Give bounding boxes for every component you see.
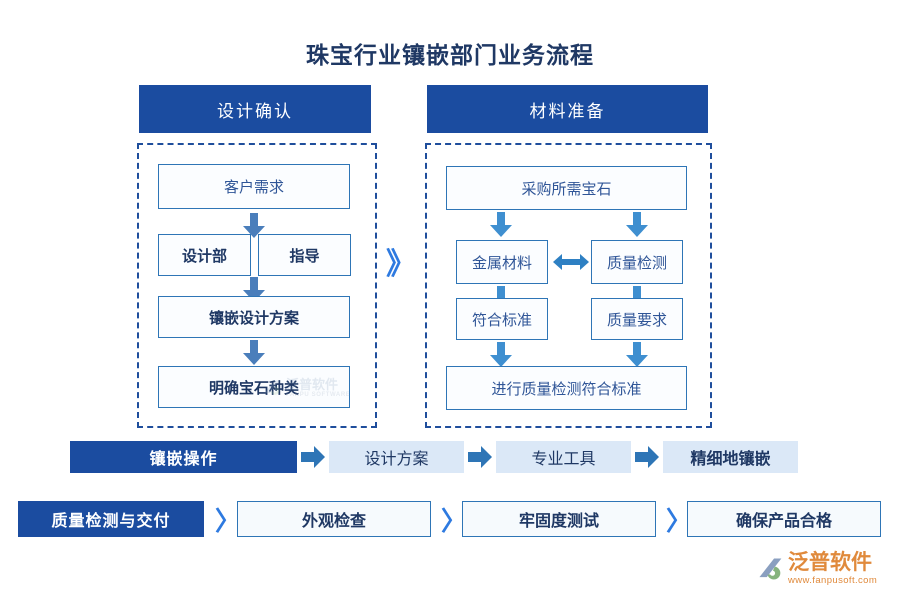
brand-logo: 泛普软件 www.fanpusoft.com bbox=[757, 552, 877, 586]
fanpu-logo-icon bbox=[759, 558, 782, 580]
section-header-material: 材料准备 bbox=[427, 85, 708, 133]
arrow-down-icon bbox=[242, 213, 266, 239]
arrow-down-icon bbox=[242, 277, 266, 303]
arrow-right-icon bbox=[635, 446, 659, 468]
section-panel-material bbox=[425, 143, 712, 428]
logo-url: www.fanpusoft.com bbox=[788, 575, 878, 586]
arrow-down-icon bbox=[625, 212, 649, 238]
box-setting-design-plan[interactable]: 镶嵌设计方案 bbox=[158, 296, 350, 338]
strip-item-professional-tools[interactable]: 专业工具 bbox=[496, 441, 631, 473]
box-design-dept[interactable]: 设计部 bbox=[158, 234, 251, 276]
box-quality-inspection[interactable]: 质量检测 bbox=[591, 240, 683, 284]
logo-name: 泛普软件 bbox=[788, 551, 872, 574]
arrow-right-icon bbox=[468, 446, 492, 468]
section-header-design: 设计确认 bbox=[139, 85, 371, 133]
strip-separator-chevron: 〉 bbox=[215, 506, 242, 536]
section-divider-chevron: 》 bbox=[386, 248, 416, 281]
box-quality-requirement[interactable]: 质量要求 bbox=[591, 298, 683, 340]
strip-item-ensure-qualified[interactable]: 确保产品合格 bbox=[687, 501, 881, 537]
strip-item-firmness-test[interactable]: 牢固度测试 bbox=[462, 501, 656, 537]
strip-lead-setting-operation[interactable]: 镶嵌操作 bbox=[70, 441, 297, 473]
page-title: 珠宝行业镶嵌部门业务流程 bbox=[306, 43, 594, 68]
box-purchase-gems[interactable]: 采购所需宝石 bbox=[446, 166, 687, 210]
strip-lead-quality-delivery[interactable]: 质量检测与交付 bbox=[18, 501, 204, 537]
box-meets-standard[interactable]: 符合标准 bbox=[456, 298, 548, 340]
strip-item-appearance-check[interactable]: 外观检查 bbox=[237, 501, 431, 537]
arrow-right-icon bbox=[301, 446, 325, 468]
arrow-down-icon bbox=[242, 340, 266, 366]
arrow-down-icon bbox=[625, 342, 649, 368]
arrow-left-right-icon bbox=[553, 251, 589, 273]
box-confirm-gem-type[interactable]: 明确宝石种类 bbox=[158, 366, 350, 408]
strip-item-design-plan[interactable]: 设计方案 bbox=[329, 441, 464, 473]
arrow-down-icon bbox=[489, 212, 513, 238]
box-metal-material[interactable]: 金属材料 bbox=[456, 240, 548, 284]
arrow-down-icon bbox=[489, 342, 513, 368]
box-perform-quality-check[interactable]: 进行质量检测符合标准 bbox=[446, 366, 687, 410]
box-guidance[interactable]: 指导 bbox=[258, 234, 351, 276]
strip-item-fine-setting[interactable]: 精细地镶嵌 bbox=[663, 441, 798, 473]
box-customer-requirement[interactable]: 客户需求 bbox=[158, 164, 350, 209]
section-panel-design bbox=[137, 143, 377, 428]
